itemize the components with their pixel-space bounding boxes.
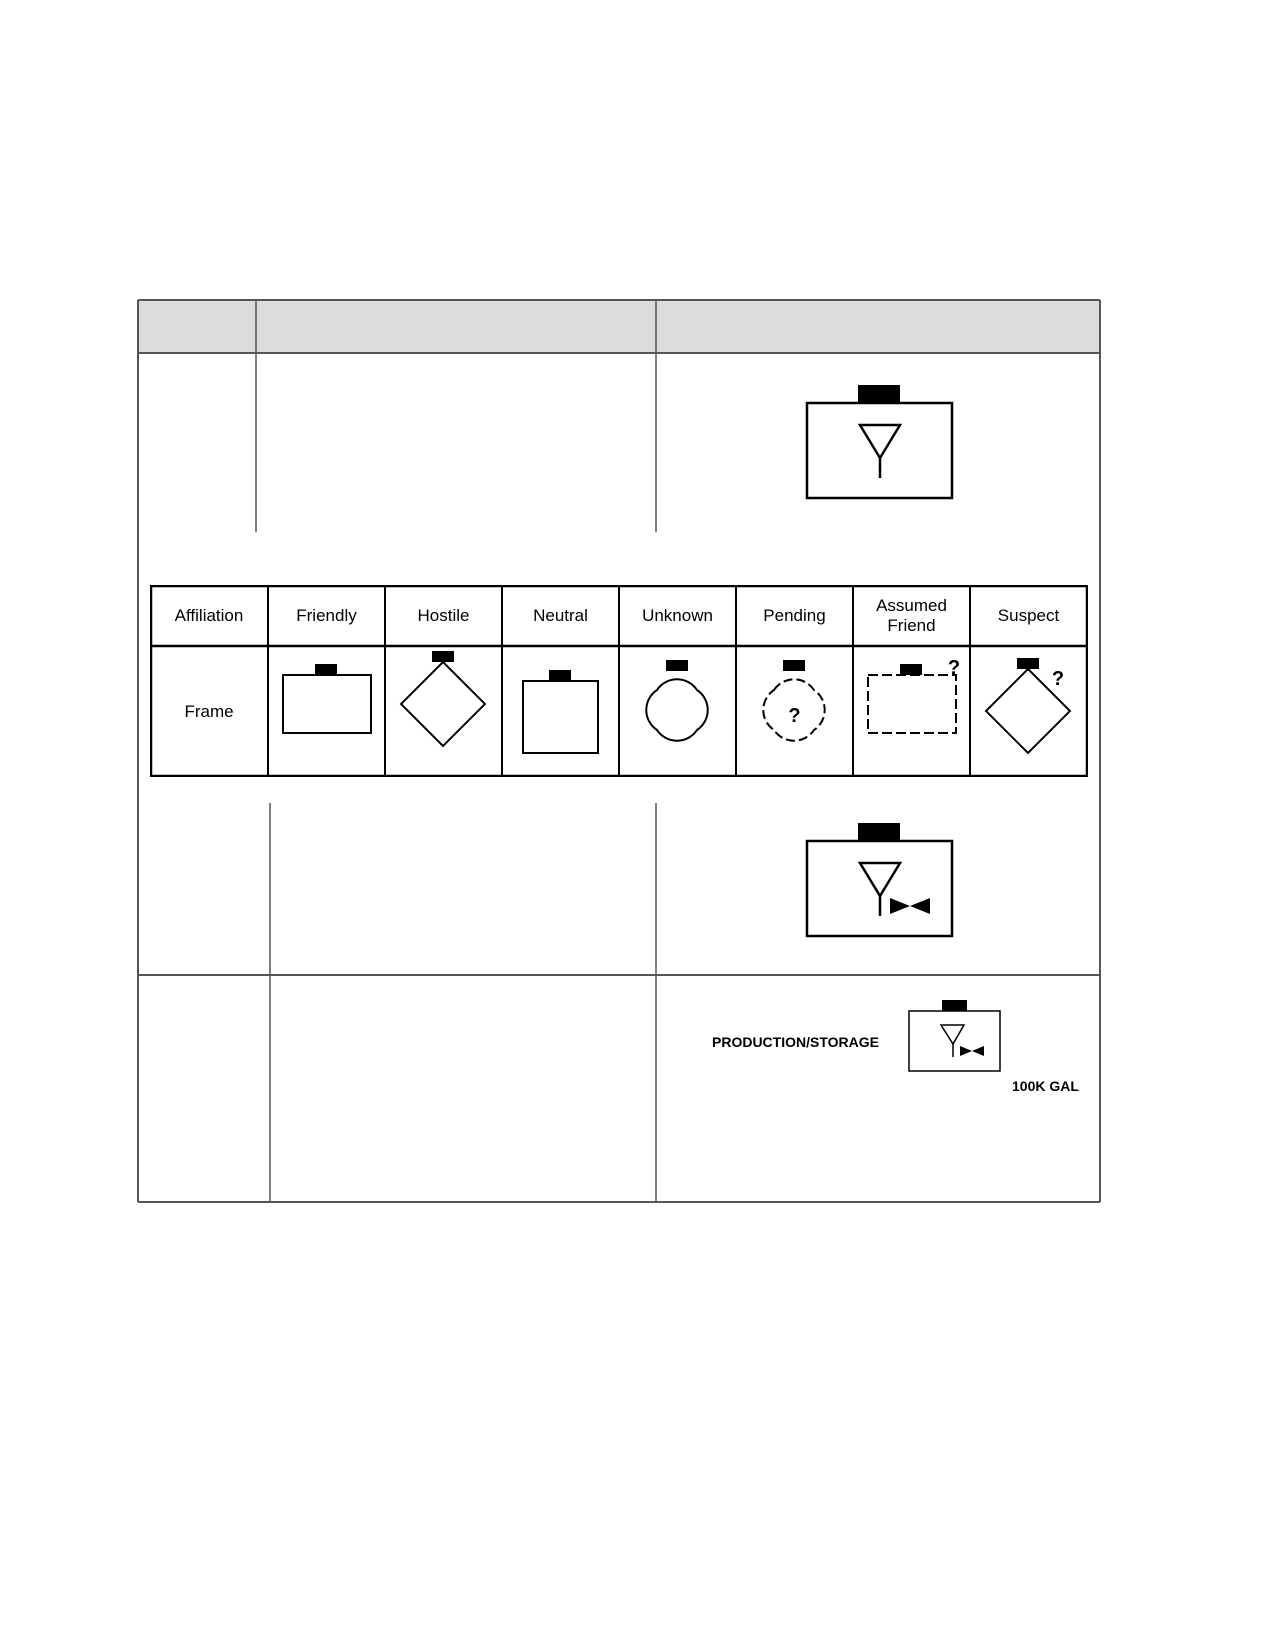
valve-icon	[960, 1046, 972, 1056]
hostile-frame-icon	[399, 651, 487, 748]
pending-question-mark: ?	[788, 705, 801, 727]
headquarters-block-icon	[942, 1000, 967, 1011]
suspect-question-mark: ?	[1051, 668, 1065, 690]
supply-point-symbol-top	[805, 385, 954, 500]
header-neutral: Neutral	[533, 606, 588, 625]
assumed-friend-question-mark: ?	[947, 657, 961, 679]
funnel-icon	[939, 1024, 966, 1046]
header-affiliation: Affiliation	[174, 606, 244, 625]
supply-point-symbol-small	[908, 1000, 1001, 1072]
supply-point-symbol-middle	[805, 823, 954, 938]
headquarters-block-icon	[858, 385, 900, 403]
header-pending: Pending	[763, 606, 826, 625]
funnel-icon	[857, 423, 903, 461]
quantity-label: 100K GAL	[1012, 1078, 1079, 1094]
suspect-frame-icon	[984, 658, 1072, 755]
unknown-frame-icon	[645, 660, 709, 742]
frame-row-label: Frame	[184, 702, 234, 721]
header-assumed-friend: Assumed Friend	[876, 596, 947, 635]
header-suspect: Suspect	[997, 606, 1060, 625]
pending-frame-icon	[762, 660, 826, 742]
headquarters-block-icon	[858, 823, 900, 841]
production-storage-label: PRODUCTION/STORAGE	[712, 1034, 879, 1050]
friendly-frame-icon	[282, 664, 372, 734]
header-hostile: Hostile	[417, 606, 470, 625]
valve-icon	[890, 898, 910, 914]
assumed-friend-frame-icon	[867, 664, 957, 734]
funnel-icon	[857, 861, 903, 899]
neutral-frame-icon	[522, 670, 599, 754]
header-friendly: Friendly	[296, 606, 357, 625]
affiliation-table: Affiliation Friendly Hostile Neutral Unk…	[150, 585, 1088, 777]
header-unknown: Unknown	[642, 606, 713, 625]
